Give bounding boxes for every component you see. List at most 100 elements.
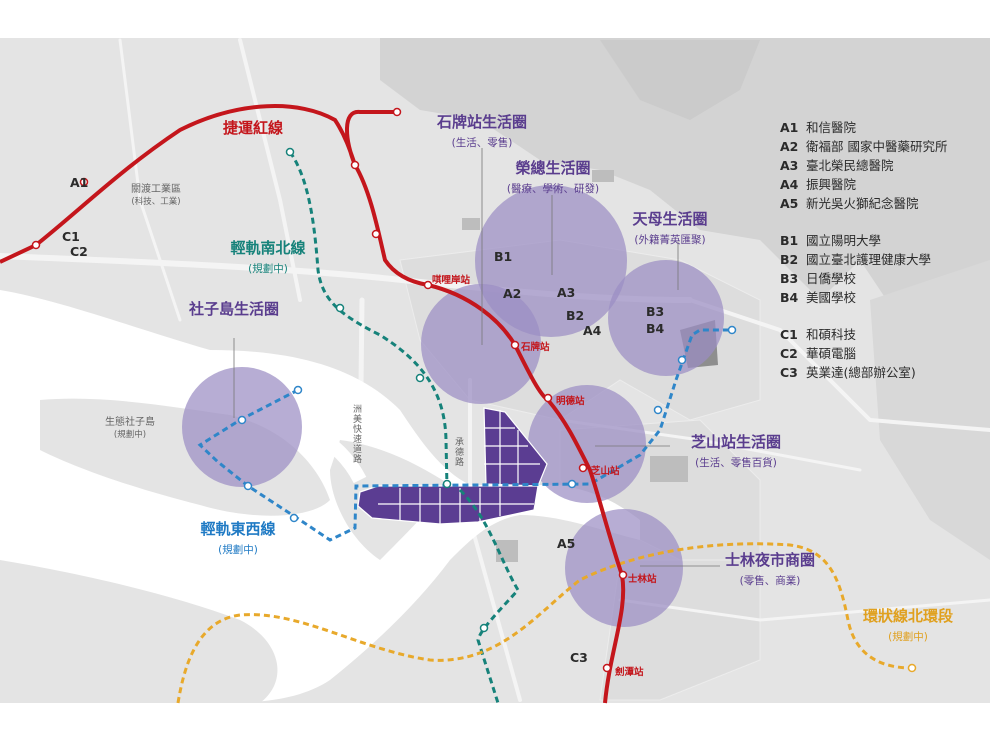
point-A1: A1 (70, 175, 89, 190)
station-label-qilian: 唭哩岸站 (432, 275, 471, 286)
point-A3: A3 (557, 285, 576, 300)
point-B2: B2 (566, 308, 585, 323)
development-area (357, 407, 548, 525)
legend-code: B4 (780, 290, 799, 305)
zone-title: 芝山站生活圈 (690, 433, 782, 451)
legend-name: 日僑學校 (806, 271, 857, 286)
line-subtitle: (規劃中) (248, 263, 288, 275)
line-label-blue: 輕軌東西線 (規劃中) (200, 518, 275, 557)
legend-name: 英業達(總部辦公室) (806, 365, 916, 380)
legend-row: B3 日僑學校 (780, 269, 985, 288)
legend-name: 臺北榮民總醫院 (806, 158, 894, 173)
legend-name: 國立臺北護理健康大學 (806, 252, 932, 267)
station-label-mingde: 明德站 (556, 396, 585, 407)
legend-name: 和信醫院 (806, 120, 857, 135)
area-name: 關渡工業區 (131, 184, 181, 195)
zone-label-tianmu: 天母生活圈 (外籍菁英匯聚) (632, 208, 707, 247)
zone-subtitle: (零售、商業) (739, 575, 801, 587)
area-label-guandu: 關渡工業區 (科技、工業) (131, 180, 181, 207)
legend-code: C2 (780, 346, 798, 361)
line-label-orange: 環狀線北環段 (規劃中) (863, 605, 953, 644)
line-label-red: 捷運紅線 (223, 117, 283, 138)
legend-name: 國立陽明大學 (806, 233, 882, 248)
point-C2: C2 (70, 244, 88, 259)
road-label-zhoumei: 洲美快速道路 (353, 405, 363, 465)
line-title: 輕軌東西線 (200, 520, 276, 538)
legend-row: B1 國立陽明大學 (780, 231, 985, 250)
point-A4: A4 (583, 323, 602, 338)
light-rail-nodes (237, 147, 917, 673)
orange-circular-line (176, 542, 913, 704)
zone-circles (182, 185, 724, 627)
legend-name: 新光吳火獅紀念醫院 (806, 196, 919, 211)
legend-code: B1 (780, 233, 799, 248)
area-name: 生態社子島 (105, 417, 155, 428)
station-label-shilin: 士林站 (628, 574, 657, 585)
legend-schools: B1 國立陽明大學 B2 國立臺北護理健康大學 B3 日僑學校 B4 美國學校 (780, 231, 985, 307)
legend-code: B3 (780, 271, 799, 286)
legend-row: B2 國立臺北護理健康大學 (780, 250, 985, 269)
zone-subtitle: (外籍菁英匯聚) (634, 234, 706, 246)
legend-code: A5 (780, 196, 799, 211)
line-title: 捷運紅線 (222, 119, 284, 137)
area-sub: (規劃中) (113, 430, 147, 440)
legend-name: 華碩電腦 (806, 346, 857, 361)
line-subtitle: (規劃中) (218, 544, 258, 556)
zone-circle-shezi (182, 367, 302, 487)
zone-title: 榮總生活圈 (515, 159, 591, 177)
zone-label-shipai: 石牌站生活圈 (生活、零售) (437, 111, 527, 150)
zone-circle-shilin (565, 509, 683, 627)
legend-code: B2 (780, 252, 799, 267)
zone-label-zhishan: 芝山站生活圈 (生活、零售百貨) (691, 431, 781, 470)
legend-code: C3 (780, 365, 798, 380)
point-A2: A2 (503, 286, 522, 301)
zone-title: 天母生活圈 (632, 210, 708, 228)
area-label-shezi-island: 生態社子島 (規劃中) (105, 413, 155, 440)
legend-name: 衛福部 國家中醫藥研究所 (806, 139, 948, 154)
line-subtitle: (規劃中) (888, 631, 928, 643)
station-nodes (31, 107, 628, 673)
zone-subtitle: (醫療、學術、研發) (506, 183, 600, 195)
point-B3: B3 (646, 304, 665, 319)
legend-row: A2 衛福部 國家中醫藥研究所 (780, 137, 985, 156)
zone-circle-shipai (421, 284, 541, 404)
station-label-shipai: 石牌站 (521, 342, 550, 353)
area-sub: (科技、工業) (131, 197, 181, 207)
zone-circle-tianmu (608, 260, 724, 376)
zone-title: 社子島生活圈 (188, 300, 280, 318)
leader-lines (233, 148, 720, 567)
zone-label-shezi: 社子島生活圈 (189, 298, 279, 319)
point-C3: C3 (570, 650, 588, 665)
station-label-zhishan: 芝山站 (591, 466, 620, 477)
point-B4: B4 (646, 321, 665, 336)
point-B1: B1 (494, 249, 513, 264)
zone-label-shilin-market: 士林夜市商圈 (零售、商業) (725, 549, 815, 588)
point-A5: A5 (557, 536, 576, 551)
legend-name: 美國學校 (806, 290, 857, 305)
legend-row: C3 英業達(總部辦公室) (780, 363, 985, 382)
legend-code: A1 (780, 120, 799, 135)
zone-label-rongzong: 榮總生活圈 (醫療、學術、研發) (507, 157, 599, 196)
line-title: 輕軌南北線 (230, 239, 306, 257)
legend-code: A2 (780, 139, 799, 154)
zone-title: 石牌站生活圈 (436, 113, 528, 131)
legend-row: A3 臺北榮民總醫院 (780, 156, 985, 175)
legend-row: B4 美國學校 (780, 288, 985, 307)
point-C1: C1 (62, 229, 80, 244)
legend-code: A3 (780, 158, 799, 173)
legend-name: 振興醫院 (806, 177, 857, 192)
zone-subtitle: (生活、零售) (451, 137, 513, 149)
line-label-teal: 輕軌南北線 (規劃中) (230, 237, 305, 276)
legend-row: A5 新光吳火獅紀念醫院 (780, 194, 985, 213)
zone-title: 士林夜市商圈 (724, 551, 816, 569)
road-label-chengde: 承德路 (455, 438, 465, 468)
legend-row: A1 和信醫院 (780, 118, 985, 137)
legend-name: 和碩科技 (806, 327, 857, 342)
zone-subtitle: (生活、零售百貨) (695, 457, 777, 469)
line-title: 環狀線北環段 (862, 607, 954, 625)
